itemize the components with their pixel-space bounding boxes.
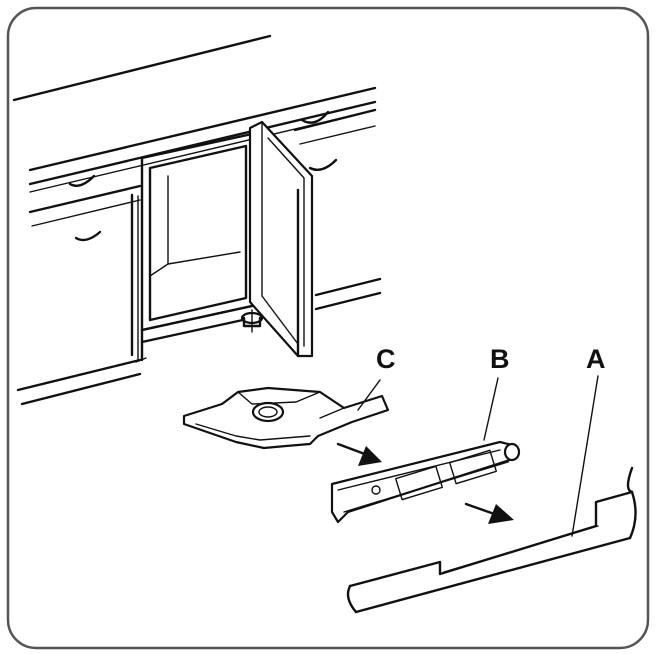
label-b: B [490, 344, 510, 374]
label-c: C [376, 344, 396, 374]
right-cabinet [293, 108, 382, 311]
leader-line-a [571, 375, 599, 537]
part-a-kickplate [346, 466, 637, 614]
appliance-opening [135, 132, 254, 363]
appliance-door [248, 120, 314, 358]
part-b-rod [330, 440, 521, 524]
label-a: A [586, 344, 606, 374]
arrow-remove-a [464, 502, 514, 524]
left-cabinet [16, 174, 142, 406]
hinge-foot [240, 309, 264, 333]
arrow-remove-c [336, 442, 382, 466]
leader-line-c [357, 379, 381, 411]
part-c-plate [182, 386, 390, 450]
diagram-frame [6, 6, 650, 650]
wall-line [12, 34, 272, 102]
leader-line-b [483, 377, 499, 441]
